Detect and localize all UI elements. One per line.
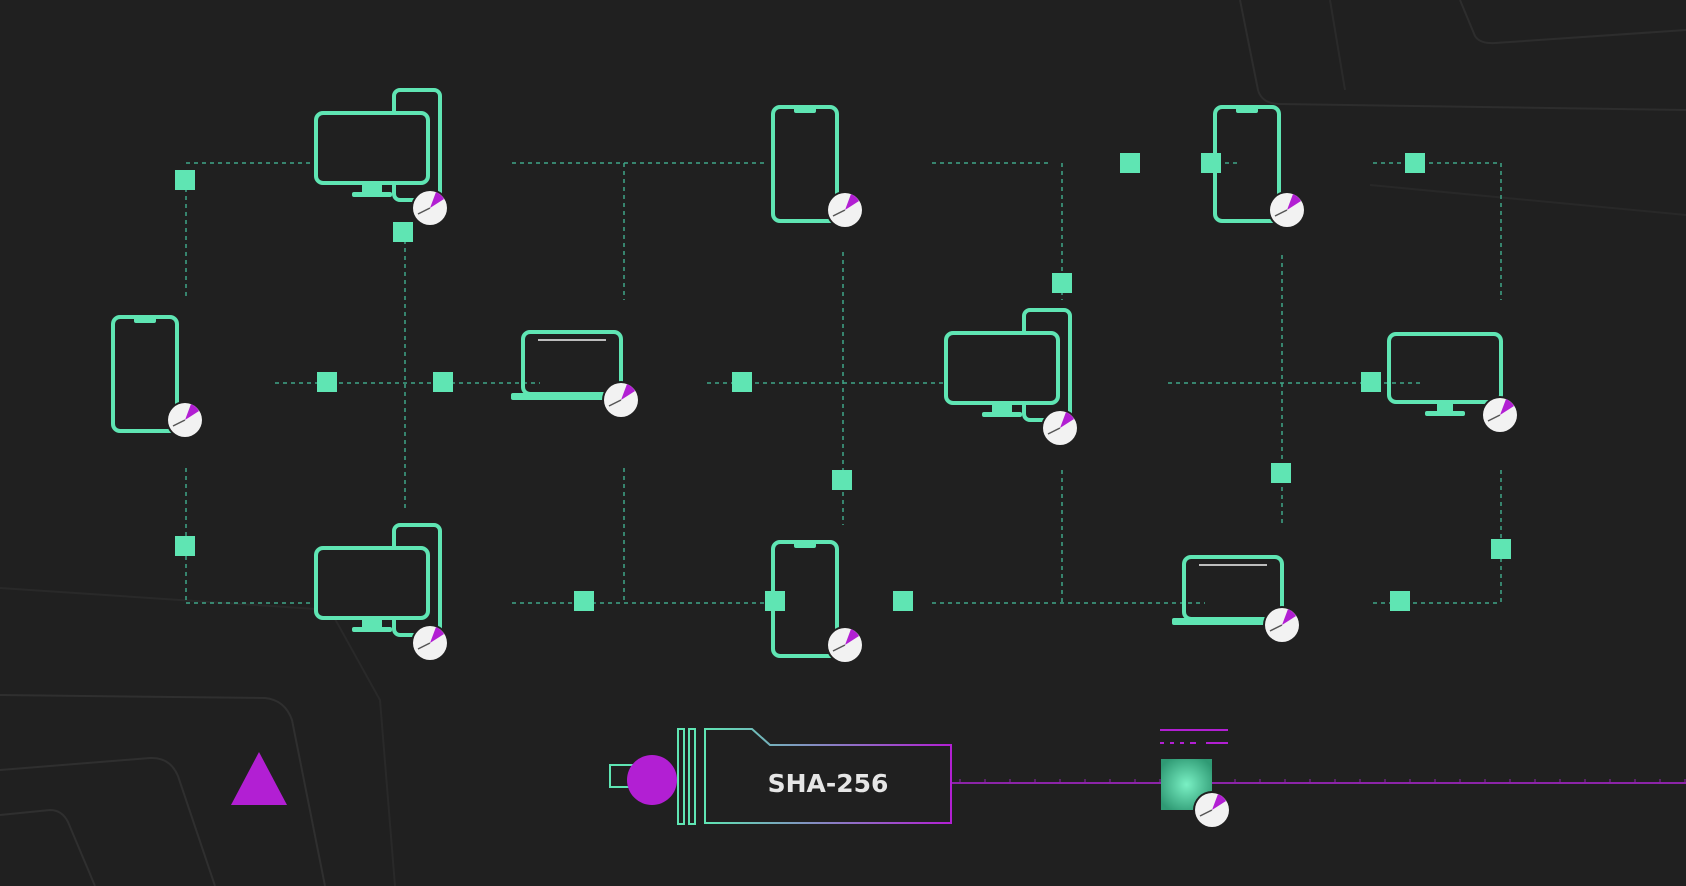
monitor-icon xyxy=(1387,332,1519,434)
data-block-node xyxy=(832,470,852,490)
timeline-ticks xyxy=(959,779,1686,783)
triangle-shape xyxy=(231,752,287,805)
desktop-tablet-icon xyxy=(944,308,1079,447)
data-block-node xyxy=(1201,153,1221,173)
phone-icon xyxy=(771,540,864,664)
hash-function-box xyxy=(704,728,952,824)
data-block-node xyxy=(317,372,337,392)
data-block-node xyxy=(175,170,195,190)
desktop-tablet-icon xyxy=(314,88,449,227)
clock-icon xyxy=(826,191,864,229)
laptop-icon xyxy=(511,330,640,419)
data-block-node xyxy=(433,372,453,392)
phone-icon xyxy=(1213,105,1306,229)
data-block-node xyxy=(1361,372,1381,392)
clock-icon xyxy=(1481,396,1519,434)
clock-icon xyxy=(1041,409,1079,447)
data-block-node xyxy=(574,591,594,611)
data-block-node xyxy=(893,591,913,611)
data-block-node xyxy=(175,536,195,556)
clock-icon xyxy=(1263,606,1301,644)
data-block-node xyxy=(732,372,752,392)
clock-icon xyxy=(166,401,204,439)
data-block-node xyxy=(393,222,413,242)
clock-icon xyxy=(826,626,864,664)
devices xyxy=(111,88,1519,664)
data-block-node xyxy=(1491,539,1511,559)
hash-connector-bar xyxy=(677,728,685,825)
phone-icon xyxy=(111,315,204,439)
clock-icon xyxy=(1193,791,1231,829)
laptop-icon xyxy=(1172,555,1301,644)
data-block-node xyxy=(1405,153,1425,173)
phone-icon xyxy=(771,105,864,229)
clock-icon xyxy=(1268,191,1306,229)
clock-icon xyxy=(602,381,640,419)
block-header-lines xyxy=(1160,729,1228,744)
hash-label: SHA-256 xyxy=(768,769,889,798)
clock-icon xyxy=(411,624,449,662)
input-circle xyxy=(627,755,677,805)
data-block-node xyxy=(1390,591,1410,611)
data-block-node xyxy=(1271,463,1291,483)
data-block-node xyxy=(1120,153,1140,173)
desktop-tablet-icon xyxy=(314,523,449,662)
data-block-nodes xyxy=(175,153,1511,611)
hash-connector-bar xyxy=(688,728,696,825)
clock-icon xyxy=(411,189,449,227)
hash-pipeline: SHA-256 xyxy=(609,728,1686,829)
data-block-node xyxy=(1052,273,1072,293)
